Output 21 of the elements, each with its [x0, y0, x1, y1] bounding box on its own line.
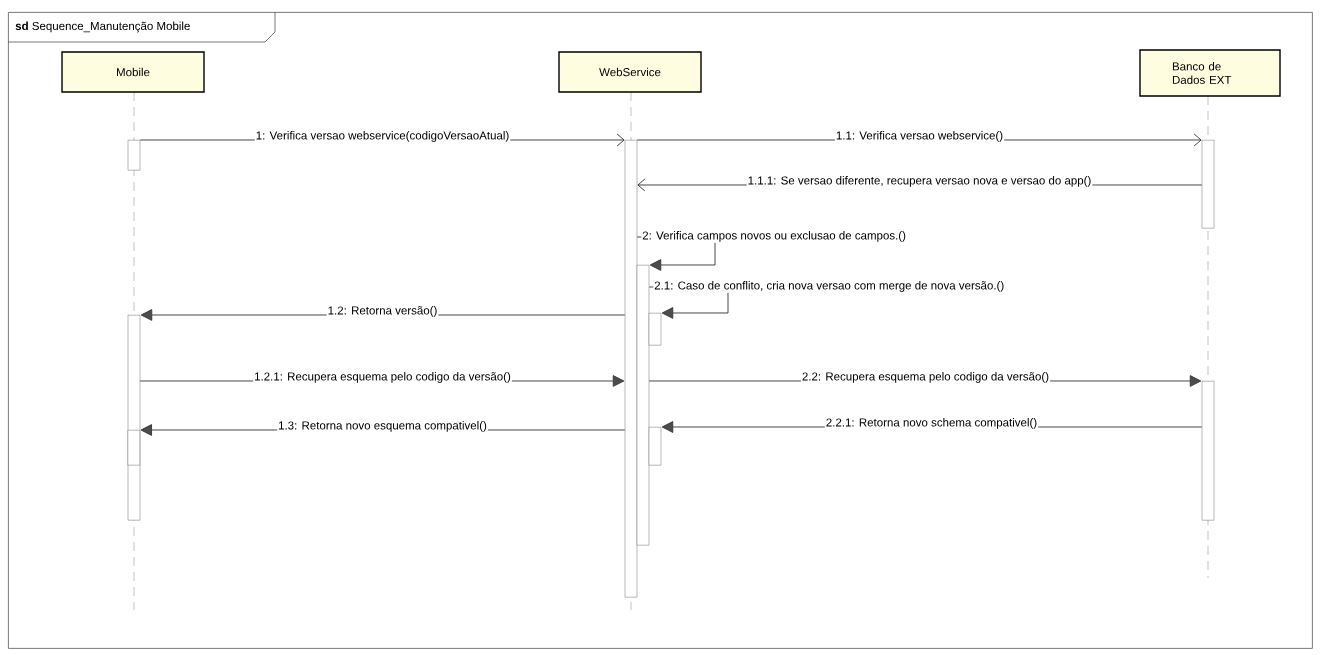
edge-label: 1.1.1: Se versao diferente, recupera versao nova e versao do app() — [746, 175, 1093, 188]
edge-label: 1.3: Retorna novo esquema compativel() — [277, 420, 488, 433]
lifeline-head: Banco de Dados EXT — [1139, 49, 1281, 97]
edge-label: 1.2: Retorna versão() — [326, 305, 439, 318]
lifeline-head: Mobile — [61, 51, 205, 93]
edge-label: 2.2: Recupera esquema pelo codigo da versão() — [800, 371, 1051, 384]
edge-label: 1: Verifica versao webservice(codigoVersaoAtual) — [254, 130, 511, 143]
activation-bar — [624, 140, 638, 598]
edge-label: 2.1: Caso de conflito, cria nova versao com merge de nova versão.() — [653, 280, 1006, 293]
edge-label: 1.2.1: Recupera esquema pelo codigo da versão() — [253, 371, 512, 384]
edge-label: 1.1: Verifica versao webservice() — [834, 130, 1005, 143]
activation-bar — [1201, 140, 1215, 229]
activation-bar — [1201, 381, 1215, 521]
activation-bar — [127, 430, 140, 466]
activation-bar — [127, 140, 141, 171]
frame-title: sd Sequence_Manutenção Mobile — [7, 11, 276, 43]
edge-label: 2: Verifica campos novos ou exclusao de campos.() — [641, 230, 907, 243]
lifeline-head: WebService — [558, 51, 702, 93]
edge-label: 2.2.1: Retorna novo schema compativel() — [824, 417, 1039, 430]
activation-bar — [648, 427, 662, 466]
activation-bar — [648, 313, 662, 346]
